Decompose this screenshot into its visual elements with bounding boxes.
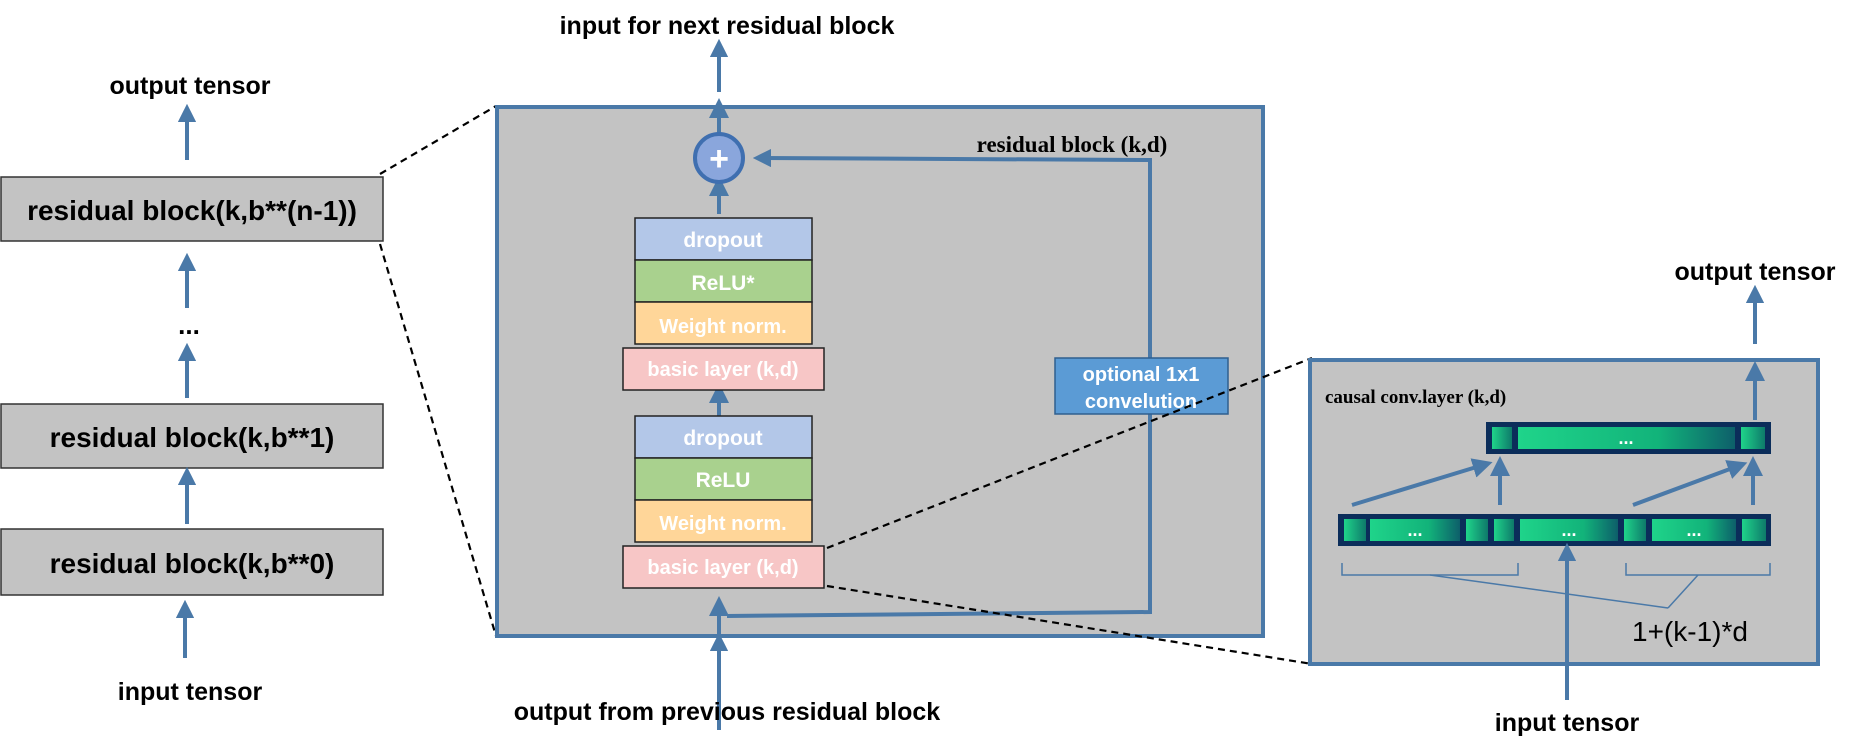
left-input-label: input tensor [118, 678, 263, 706]
left-ellipsis: ... [178, 310, 200, 340]
out-cell-ellipsis: ... [1618, 428, 1633, 448]
upper-basic-layer-label: basic layer (k,d) [647, 359, 798, 381]
in-cell-8 [1742, 519, 1766, 541]
residual-block-detail: input for next residual block residual b… [495, 12, 1265, 730]
upper-weight-norm [634, 301, 813, 345]
left-block-n1-label: residual block(k,b**(n-1)) [27, 195, 357, 226]
prev-block-label: output from previous residual block [514, 698, 941, 726]
left-block-1-label: residual block(k,b**1) [50, 422, 335, 453]
conv-output-label: output tensor [1674, 258, 1835, 286]
in-cell-7 [1652, 519, 1736, 541]
in-cell-2 [1370, 519, 1460, 541]
upper-basic-layer [622, 347, 825, 391]
add-node-symbol: + [709, 140, 729, 178]
add-node-icon [693, 132, 745, 184]
upper-relu [634, 259, 813, 303]
left-block-n1 [0, 176, 384, 242]
next-block-label: input for next residual block [560, 12, 895, 40]
lower-dropout-label: dropout [683, 427, 762, 450]
optional-conv-line1: optional 1x1 [1083, 364, 1200, 386]
upper-weight-norm-label: Weight norm. [659, 316, 786, 338]
lower-basic-layer [622, 545, 825, 589]
conv-input-label: input tensor [1495, 709, 1640, 737]
lower-weight-norm-label: Weight norm. [659, 513, 786, 535]
in-cell-3 [1466, 519, 1488, 541]
zoom-line-bottom [378, 243, 498, 637]
out-cell-left [1492, 427, 1512, 449]
lower-weight-norm [634, 499, 813, 543]
brace-link-right [1667, 574, 1699, 609]
zoom-line-top [379, 105, 497, 175]
upper-relu-label: ReLU* [691, 272, 755, 295]
in-cell-6 [1624, 519, 1646, 541]
causal-conv-title: causal conv.layer (k,d) [1325, 387, 1506, 408]
lower-relu [634, 457, 813, 501]
brace-link-left [1429, 574, 1669, 609]
causal-conv-detail: output tensor causal conv.layer (k,d) ..… [1308, 258, 1836, 737]
lower-dropout [634, 415, 813, 459]
residual-block-title: residual block (k,d) [977, 132, 1168, 157]
optional-conv-box [1054, 357, 1229, 415]
causal-conv-frame [1308, 358, 1820, 666]
upper-dropout [634, 217, 813, 261]
left-output-label: output tensor [109, 72, 270, 100]
zoom-line-right-bottom [826, 584, 1313, 666]
in-cell-ellipsis-2: ... [1561, 520, 1576, 540]
out-cell-right [1741, 427, 1765, 449]
in-cell-ellipsis-1: ... [1407, 520, 1422, 540]
in-cell-ellipsis-3: ... [1686, 520, 1701, 540]
in-cell-1 [1344, 519, 1366, 541]
left-stack: output tensor residual block(k,b**(n-1))… [0, 72, 384, 706]
lower-basic-layer-label: basic layer (k,d) [647, 557, 798, 579]
in-cell-4 [1494, 519, 1514, 541]
optional-conv-line2: convelution [1085, 391, 1197, 413]
left-block-0 [0, 528, 384, 596]
zoom-line-right-top [826, 356, 1313, 550]
out-cell-main [1518, 427, 1735, 449]
conv-diag-arrow-right [1632, 460, 1748, 507]
conv-diag-arrow-left [1351, 458, 1493, 507]
receptive-field-formula: 1+(k-1)*d [1632, 616, 1748, 647]
upper-dropout-label: dropout [683, 229, 762, 252]
lower-relu-label: ReLU [696, 469, 751, 492]
left-block-1 [0, 403, 384, 469]
left-block-0-label: residual block(k,b**0) [50, 548, 335, 579]
in-cell-5 [1520, 519, 1618, 541]
